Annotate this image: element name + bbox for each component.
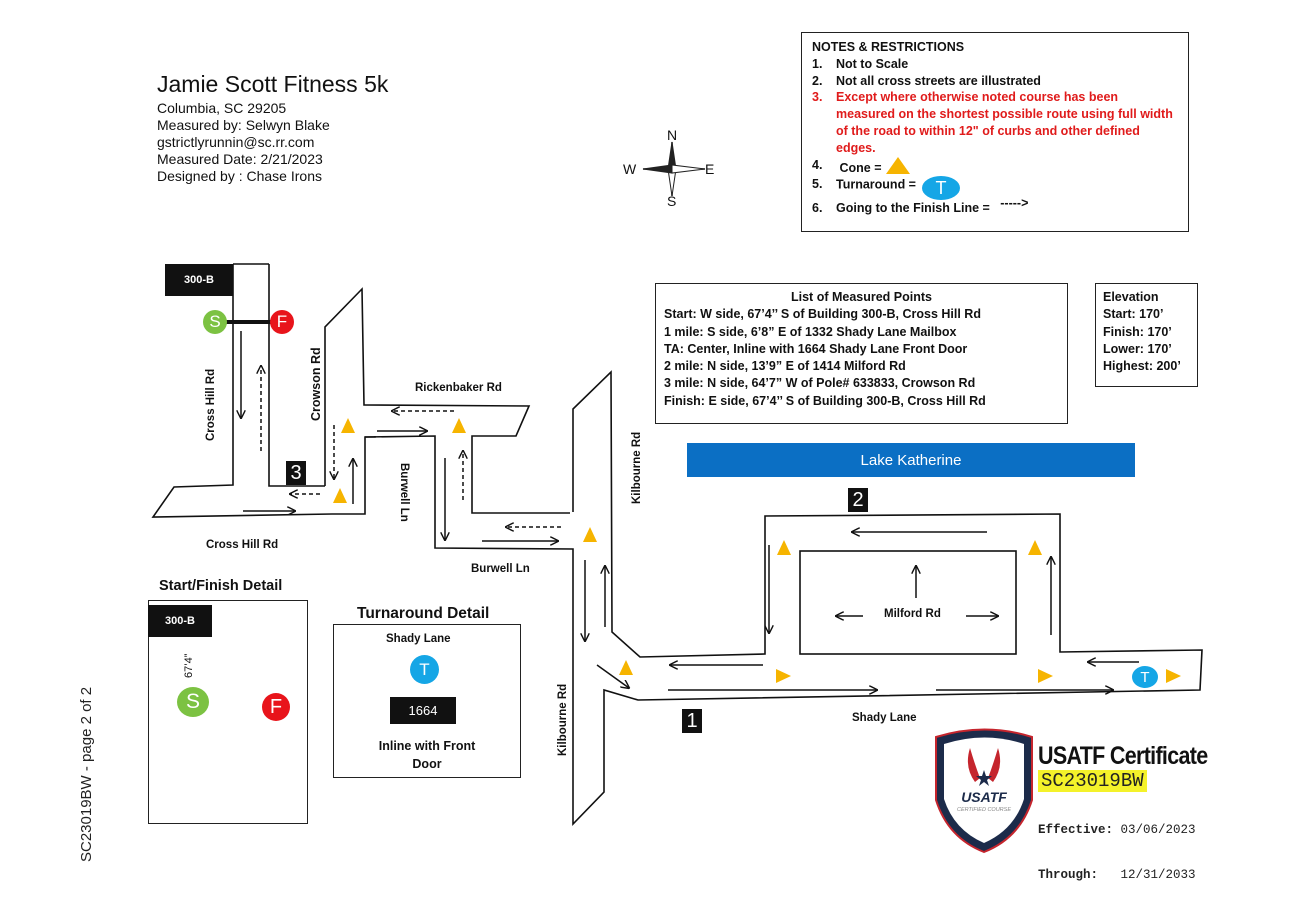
cone-icon [333, 488, 347, 503]
street-label-cross-hill-vertical: Cross Hill Rd [205, 368, 217, 441]
measured-point: Start: W side, 67’4’’ S of Building 300-… [664, 307, 981, 322]
lake-katherine: Lake Katherine [687, 443, 1135, 477]
compass-west: W [623, 161, 637, 177]
cones [333, 418, 1181, 683]
note-item: 4. Cone = [812, 156, 1178, 177]
certificate-id: SC23019BW [1038, 770, 1147, 792]
certificate-dates: Effective: 03/06/2023 Through: 12/31/203… [1038, 793, 1196, 898]
detail-start-marker: S [177, 687, 209, 717]
cone-icon [619, 660, 633, 675]
measured-by: Measured by: Selwyn Blake [157, 117, 330, 134]
mile-marker-3: 3 [286, 461, 306, 485]
note-item-highlighted: 3.Except where otherwise noted course ha… [812, 90, 1173, 155]
elevation-item: Start: 170’ [1103, 307, 1164, 322]
detail-finish-marker: F [262, 693, 290, 721]
arrow-southeast [596, 664, 629, 688]
mile-marker-1: 1 [682, 709, 702, 733]
through-date: 12/31/2033 [1120, 868, 1196, 882]
inline-note: Inline with Front Door [378, 739, 476, 771]
elevation-box: Elevation Start: 170’ Finish: 170’ Lower… [1095, 283, 1198, 387]
mile-marker-2: 2 [848, 488, 868, 512]
turnaround-detail-heading: Turnaround Detail [357, 605, 490, 622]
building-300b: 300-B [165, 264, 233, 296]
cone-icon [452, 418, 466, 433]
note-item: 6.Going to the Finish Line = -----> [812, 196, 1029, 216]
designed-by: Designed by : Chase Irons [157, 168, 322, 185]
elevation-item: Lower: 170’ [1103, 341, 1172, 356]
street-label-cross-hill-horizontal: Cross Hill Rd [206, 539, 279, 551]
note-item: 5.Turnaround =T [812, 176, 1178, 201]
finish-arrows [261, 366, 561, 527]
detail-building-300b: 300-B [148, 605, 212, 637]
elevation-item: Highest: 200’ [1103, 359, 1181, 374]
elevation-heading: Elevation [1103, 290, 1159, 304]
compass-south: S [667, 193, 677, 209]
cone-icon [777, 540, 791, 555]
compass-east: E [705, 161, 715, 177]
through-label: Through: [1038, 868, 1099, 882]
street-label-rickenbaker: Rickenbaker Rd [415, 382, 502, 394]
road-outlines [151, 263, 1203, 826]
street-label-crowson: Crowson Rd [309, 347, 323, 421]
certificate-title: USATF Certificate [1038, 742, 1208, 770]
finish-marker: F [270, 310, 294, 334]
effective-date: 03/06/2023 [1120, 823, 1196, 837]
course-arrows [241, 331, 1139, 690]
dashed-arrow-icon: -----> [1000, 196, 1029, 211]
house-1664: 1664 [390, 697, 456, 724]
measured-points-box: List of Measured Points Start: W side, 6… [655, 283, 1068, 424]
compass-north: N [667, 127, 678, 143]
note-item: 1.Not to Scale [812, 56, 909, 71]
course-location: Columbia, SC 29205 [157, 100, 287, 117]
effective-label: Effective: [1038, 823, 1114, 837]
cone-icon [1166, 669, 1181, 683]
cone-icon [583, 527, 597, 542]
elevation-item: Finish: 170’ [1103, 324, 1172, 339]
cone-icon [776, 669, 791, 683]
street-label-shady: Shady Lane [852, 712, 917, 724]
notes-restrictions-box: NOTES & RESTRICTIONS 1.Not to Scale 2.No… [801, 32, 1189, 232]
street-label-burwell-horizontal: Burwell Ln [471, 563, 530, 575]
street-label-kilbourne-lower: Kilbourne Rd [557, 683, 569, 756]
start-finish-detail-heading: Start/Finish Detail [159, 578, 283, 594]
street-label-burwell-vertical: Burwell Ln [398, 463, 410, 522]
note-item: 2.Not all cross streets are illustrated [812, 73, 1041, 88]
measured-point: 1 mile: S side, 6’8” E of 1332 Shady Lan… [664, 324, 957, 339]
start-marker: S [203, 310, 227, 334]
measured-points-heading: List of Measured Points [791, 290, 932, 304]
street-label-milford: Milford Rd [884, 608, 941, 620]
detail-street-label: Shady Lane [386, 633, 451, 645]
compass-rose-icon [642, 141, 706, 197]
measurer-email: gstrictlyrunnin@sc.rr.com [157, 134, 315, 151]
measured-date: Measured Date: 2/21/2023 [157, 151, 323, 168]
cone-icon [885, 156, 910, 174]
page-label: SC23019BW - page 2 of 2 [78, 686, 95, 862]
measured-point: 3 mile: N side, 64’7” W of Pole# 633833,… [664, 376, 976, 391]
street-label-kilbourne-upper: Kilbourne Rd [631, 431, 643, 504]
cone-icon [341, 418, 355, 433]
measured-point: TA: Center, Inline with 1664 Shady Lane … [664, 341, 968, 356]
notes-heading: NOTES & RESTRICTIONS [812, 40, 965, 54]
measured-point: 2 mile: N side, 13’9” E of 1414 Milford … [664, 359, 906, 374]
course-header: Jamie Scott Fitness 5k Columbia, SC 2920… [157, 70, 388, 185]
measured-point: Finish: E side, 67’4’’ S of Building 300… [664, 393, 986, 408]
course-title: Jamie Scott Fitness 5k [157, 71, 389, 97]
turnaround-icon: T [921, 176, 960, 201]
distance-label: 67’4” [183, 653, 195, 678]
detail-turnaround-marker: T [410, 655, 439, 684]
turnaround-marker: T [1132, 666, 1158, 688]
cone-icon [1028, 540, 1042, 555]
cone-icon [1038, 669, 1053, 683]
